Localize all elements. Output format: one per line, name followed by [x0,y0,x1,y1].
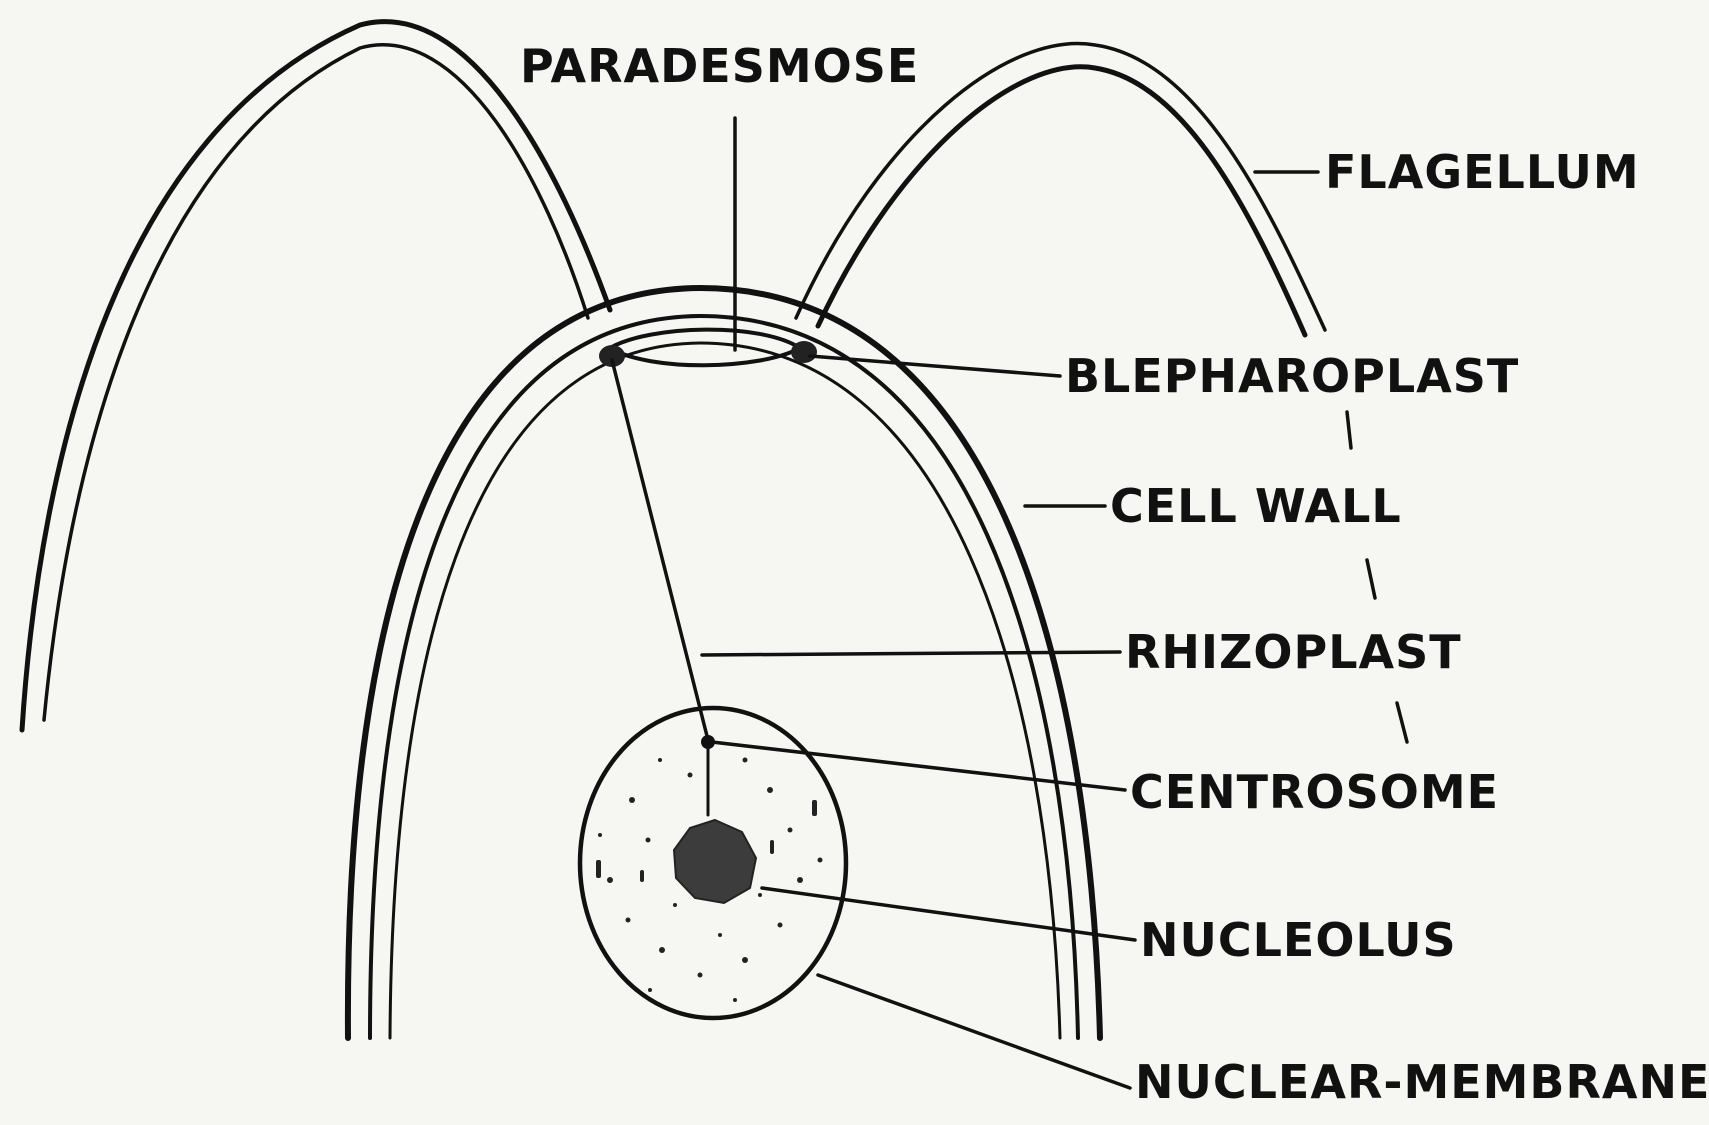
label-centrosome: CENTROSOME [1130,765,1499,819]
centrosome-leader [712,742,1125,790]
rhizoplast [612,360,708,740]
label-nucleolus: NUCLEOLUS [1140,913,1457,967]
paradesmose-band [610,330,800,366]
blepharoplast-leader [810,356,1060,376]
label-cell-wall: CELL WALL [1110,479,1402,533]
rhizoplast-leader [702,652,1120,655]
nucleolus [674,820,756,903]
label-nuclear-membrane: NUCLEAR-MEMBRANE [1135,1055,1709,1109]
label-paradesmose: PARADESMOSE [520,39,919,93]
left-flagellum [22,22,610,730]
nucleolus-leader [762,888,1135,940]
label-flagellum: FLAGELLUM [1325,145,1640,199]
cell-wall [348,288,1100,1038]
nuclear-membrane-leader [818,975,1130,1088]
label-blepharoplast: BLEPHAROPLAST [1065,349,1519,403]
tick-2 [1367,560,1375,598]
label-rhizoplast: RHIZOPLAST [1125,625,1462,679]
blepharoplast-right [791,341,817,363]
tick-3 [1397,703,1407,742]
tick-1 [1347,412,1351,448]
